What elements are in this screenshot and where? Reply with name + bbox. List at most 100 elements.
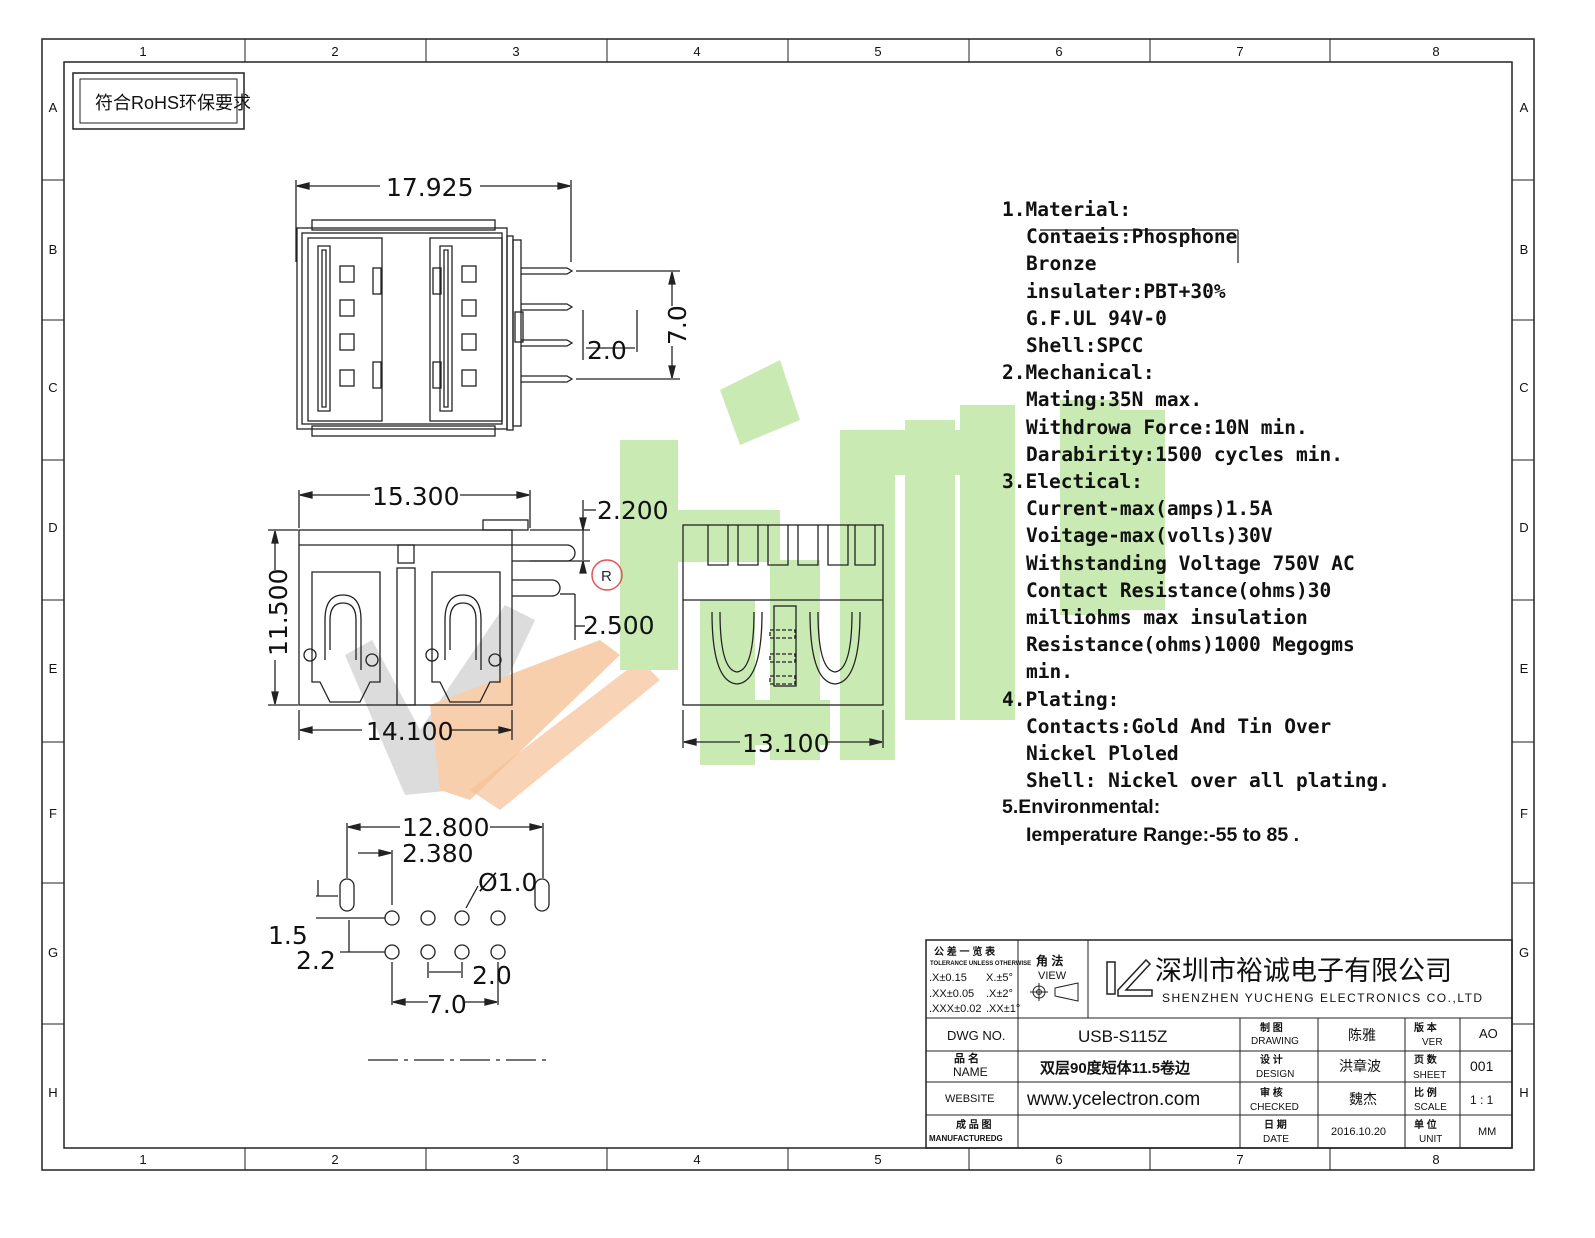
spec-line: Withstanding Voltage 750V AC bbox=[1026, 551, 1355, 575]
rohs-stamp: 符合RoHS环保要求 bbox=[72, 72, 251, 130]
scale-value: 1 : 1 bbox=[1470, 1093, 1494, 1107]
website-label: WEBSITE bbox=[945, 1093, 995, 1105]
grid-col-label: 3 bbox=[512, 1152, 519, 1167]
dim-footprint-width: 12.800 bbox=[402, 813, 489, 842]
grid-col-label: 7 bbox=[1236, 44, 1243, 59]
design-person: 洪章波 bbox=[1339, 1058, 1381, 1074]
title-block-text: 公 差 一 览 表 TOLERANCE UNLESS OTHERWISE .X±… bbox=[929, 945, 1498, 1145]
grid-row-label: D bbox=[1519, 520, 1528, 535]
spec-line: Bronze bbox=[1026, 252, 1097, 276]
name-value: 双层90度短体11.5卷边 bbox=[1040, 1059, 1191, 1077]
unit-value: MM bbox=[1478, 1126, 1496, 1138]
tolerance-angular: .XX±1° bbox=[986, 1003, 1020, 1015]
registered-mark: R bbox=[601, 568, 612, 585]
grid-row-label: F bbox=[49, 806, 57, 821]
grid-row-label: F bbox=[1520, 806, 1528, 821]
sheet-value: 001 bbox=[1470, 1058, 1494, 1074]
checked-person: 魏杰 bbox=[1349, 1091, 1377, 1107]
spec-line: Resistance(ohms)1000 Megogms bbox=[1026, 633, 1355, 657]
company-name-en: SHENZHEN YUCHENG ELECTRONICS CO.,LTD bbox=[1162, 991, 1484, 1005]
date-value: 2016.10.20 bbox=[1331, 1126, 1386, 1138]
tolerance-linear: .XXX±0.02 bbox=[929, 1003, 982, 1015]
spec-list: 1.Material: Contaeis:Phosphone Bronze in… bbox=[1002, 196, 1390, 849]
scale-label-cn: 比 例 bbox=[1414, 1086, 1437, 1099]
dim-pin-pitch-top: 2.0 bbox=[587, 336, 627, 365]
grid-col-label: 4 bbox=[693, 44, 700, 59]
dim-front-width: 15.300 bbox=[372, 482, 459, 511]
spec-line: Withdrowa Force:10N min. bbox=[1026, 415, 1308, 439]
grid-row-label: B bbox=[1520, 242, 1529, 257]
spec-line: Darabirity:1500 cycles min. bbox=[1026, 442, 1343, 466]
date-label-cn: 日 期 bbox=[1264, 1118, 1287, 1131]
spec-line: Mating:35N max. bbox=[1026, 388, 1203, 412]
spec-line: milliohms max insulation bbox=[1026, 606, 1308, 630]
date-label: DATE bbox=[1263, 1134, 1289, 1145]
dim-row-pitch: 2.2 bbox=[296, 946, 336, 975]
spec-line: Contacts:Gold And Tin Over bbox=[1026, 714, 1332, 738]
spec-line: Contaeis:Phosphone bbox=[1026, 225, 1238, 249]
sheet-label-cn: 页 数 bbox=[1414, 1053, 1438, 1066]
dim-row-offset: 1.5 bbox=[268, 921, 308, 950]
grid-col-label: 5 bbox=[874, 1152, 881, 1167]
spec-line: Voitage-max(volls)30V bbox=[1026, 524, 1273, 548]
spec-line: Iemperature Range:-55 to 85 . bbox=[1026, 823, 1300, 846]
dim-pin-span: 7.0 bbox=[663, 305, 692, 345]
grid-col-label: 6 bbox=[1055, 44, 1062, 59]
tolerance-linear: .X±0.15 bbox=[929, 972, 967, 984]
grid-col-label: 1 bbox=[139, 44, 146, 59]
spec-line: 5.Environmental: bbox=[1002, 796, 1161, 819]
manufactured-label: MANUFACTUREDG bbox=[929, 1134, 1003, 1143]
dim-hole-pitch: 2.0 bbox=[472, 961, 512, 990]
grid-row-label: E bbox=[1520, 661, 1529, 676]
dim-front-height: 11.500 bbox=[264, 569, 293, 656]
view-label-cn: 角 法 bbox=[1036, 953, 1063, 968]
spec-line: 2.Mechanical: bbox=[1002, 361, 1155, 385]
watermark-logo: R bbox=[345, 360, 1165, 810]
border-frame bbox=[41, 38, 1535, 1171]
spec-line: insulater:PBT+30% bbox=[1026, 279, 1226, 303]
grid-col-label: 5 bbox=[874, 44, 881, 59]
grid-row-label: H bbox=[48, 1085, 57, 1100]
side-view bbox=[682, 524, 884, 748]
spec-line: min. bbox=[1026, 660, 1073, 684]
grid-row-label: D bbox=[48, 520, 57, 535]
design-label-cn: 设 计 bbox=[1260, 1053, 1283, 1066]
scale-label: SCALE bbox=[1414, 1102, 1447, 1113]
grid-col-label: 2 bbox=[331, 1152, 338, 1167]
grid-row-label: A bbox=[1520, 100, 1529, 115]
dim-pin-offset-1: 2.200 bbox=[597, 496, 669, 525]
ver-value: AO bbox=[1479, 1026, 1498, 1041]
dim-hole-span: 7.0 bbox=[427, 990, 467, 1019]
sheet-label: SHEET bbox=[1413, 1070, 1446, 1081]
drawing-label: DRAWING bbox=[1251, 1036, 1299, 1047]
checked-label: CHECKED bbox=[1250, 1102, 1299, 1113]
dwg-no-value: USB-S115Z bbox=[1078, 1027, 1167, 1046]
spec-line: Nickel Ploled bbox=[1026, 742, 1179, 766]
spec-line: Contact Resistance(ohms)30 bbox=[1026, 578, 1332, 602]
grid-col-label: 8 bbox=[1432, 44, 1439, 59]
grid-row-label: C bbox=[48, 380, 57, 395]
checked-label-cn: 审 核 bbox=[1260, 1086, 1283, 1099]
ver-label-cn: 版 本 bbox=[1414, 1021, 1438, 1034]
name-label: NAME bbox=[953, 1065, 988, 1079]
grid-row-label: H bbox=[1519, 1085, 1528, 1100]
tolerance-angular: .X±2° bbox=[986, 988, 1013, 1000]
tolerance-linear: .XX±0.05 bbox=[929, 988, 974, 1000]
name-label-cn: 品 名 bbox=[954, 1051, 979, 1065]
title-block bbox=[925, 939, 1513, 1149]
tolerance-angular: X.±5° bbox=[986, 972, 1013, 984]
view-label: VIEW bbox=[1038, 970, 1067, 982]
spec-line: G.F.UL 94V-0 bbox=[1026, 306, 1167, 330]
dim-bottom-width: 14.100 bbox=[366, 717, 453, 746]
dim-hole-diameter: Ø1.0 bbox=[478, 868, 537, 897]
spec-line: Shell:SPCC bbox=[1026, 334, 1144, 358]
spec-line: 3.Electical: bbox=[1002, 470, 1143, 494]
rohs-stamp-text: 符合RoHS环保要求 bbox=[95, 93, 251, 113]
unit-label-cn: 单 位 bbox=[1414, 1118, 1437, 1131]
grid-col-label: 7 bbox=[1236, 1152, 1243, 1167]
grid-row-label: G bbox=[1519, 945, 1529, 960]
drawing-person: 陈雅 bbox=[1348, 1027, 1376, 1043]
dim-pin-offset-2: 2.500 bbox=[583, 611, 655, 640]
spec-line: Shell: Nickel over all plating. bbox=[1026, 769, 1390, 793]
